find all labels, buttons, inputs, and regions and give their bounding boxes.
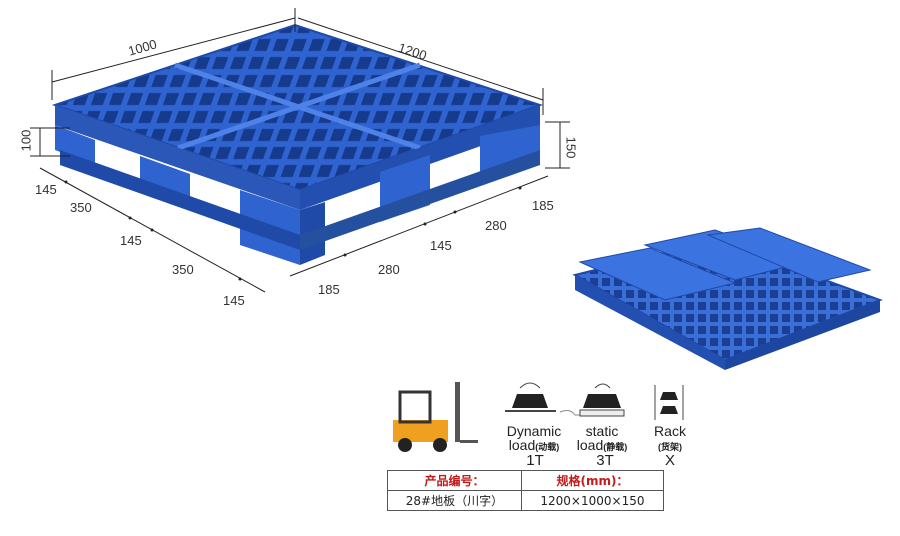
dim-front-2: 350 [70, 200, 92, 215]
pallet-bottom-view [572, 227, 883, 370]
dim-side-5: 185 [532, 198, 554, 213]
dim-front-1: 145 [35, 182, 57, 197]
rack-load-rating: X [664, 452, 675, 469]
dim-front-3: 145 [120, 233, 142, 248]
static-load-rating: 3T [596, 452, 614, 469]
header-product-code: 产品编号： [387, 470, 522, 491]
deck-side-face [300, 105, 540, 210]
dim-side-2: 280 [378, 262, 400, 277]
dim-side-3: 145 [430, 238, 452, 253]
dim-side-1: 185 [318, 282, 340, 297]
forklift-icon [393, 382, 478, 452]
dynamic-load-rating: 1T [526, 452, 544, 469]
header-size: 规格(mm)： [520, 470, 665, 491]
dim-height: 150 [563, 136, 579, 159]
dim-front-4: 350 [172, 262, 194, 277]
product-code-cell: 28#地板（川字） [387, 490, 522, 511]
dynamic-load-label: Dynamic load(动载) [506, 423, 562, 453]
connector-line [559, 410, 605, 416]
spec-table-header: 产品编号： 规格(mm)： [387, 470, 665, 491]
static-load-icon [579, 383, 625, 417]
dim-side-4: 280 [485, 218, 507, 233]
static-load-label: static load(静载) [576, 423, 628, 453]
rack-load-icon [654, 385, 684, 420]
dynamic-load-icon [505, 382, 556, 412]
deck-front-face [55, 105, 300, 210]
table-row: 28#地板（川字） 1200×1000×150 [387, 490, 665, 511]
dim-deck-height: 100 [18, 129, 34, 152]
rack-load-label: Rack (货架) [654, 423, 686, 452]
spec-table: 产品编号： 规格(mm)： 28#地板（川字） 1200×1000×150 [387, 470, 665, 511]
size-cell: 1200×1000×150 [520, 490, 665, 511]
dim-front-5: 145 [223, 293, 245, 308]
